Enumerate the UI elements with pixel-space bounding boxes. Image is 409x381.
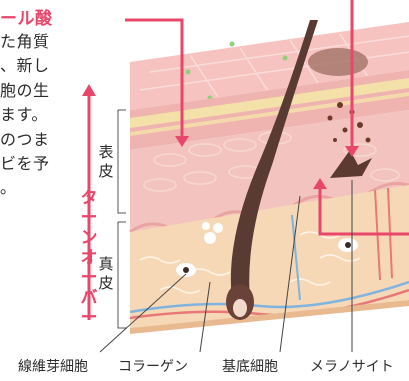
dermis-layer (130, 185, 409, 328)
melanocyte-label: メラノサイト (310, 359, 394, 375)
description-line-8: 。 (0, 178, 17, 197)
description-line-6: のつま (0, 130, 50, 149)
description-line-3: 、新し (0, 56, 50, 75)
dermis-label: 真皮 (98, 255, 114, 292)
description-line-1: ール酸 (0, 9, 53, 29)
blood-vessel-blue (129, 280, 409, 314)
pigment-spot (308, 48, 368, 76)
epidermis-bracket (117, 109, 126, 214)
basal-cell-label: 基底細胞 (222, 359, 278, 375)
surface-grid (139, 33, 409, 101)
hair-follicle (230, 20, 318, 300)
description-line-7: ビを予 (0, 154, 50, 173)
description-line-2: た角質 (0, 32, 50, 51)
description-line-4: 胞の生 (0, 81, 50, 100)
turnover-label: ターンオーバー (80, 188, 98, 328)
skin-surface (130, 22, 409, 110)
callout-arrow-right (318, 185, 409, 236)
melanocyte-cell (330, 150, 372, 178)
epidermis-label: 表皮 (98, 143, 114, 180)
label-leader-lines (99, 180, 353, 353)
fibroblast-cells (176, 238, 358, 277)
blood-vessel-red (129, 288, 409, 320)
sebaceous-gland (202, 222, 223, 244)
description-line-5: ます。 (0, 105, 48, 124)
dermis-bracket (117, 221, 126, 329)
collagen-label: コラーゲン (118, 359, 188, 375)
stratum-corneum-yellow (130, 78, 409, 128)
callout-arrow-top-left (125, 18, 184, 140)
fibroblast-label: 線維芽細胞 (18, 359, 88, 375)
